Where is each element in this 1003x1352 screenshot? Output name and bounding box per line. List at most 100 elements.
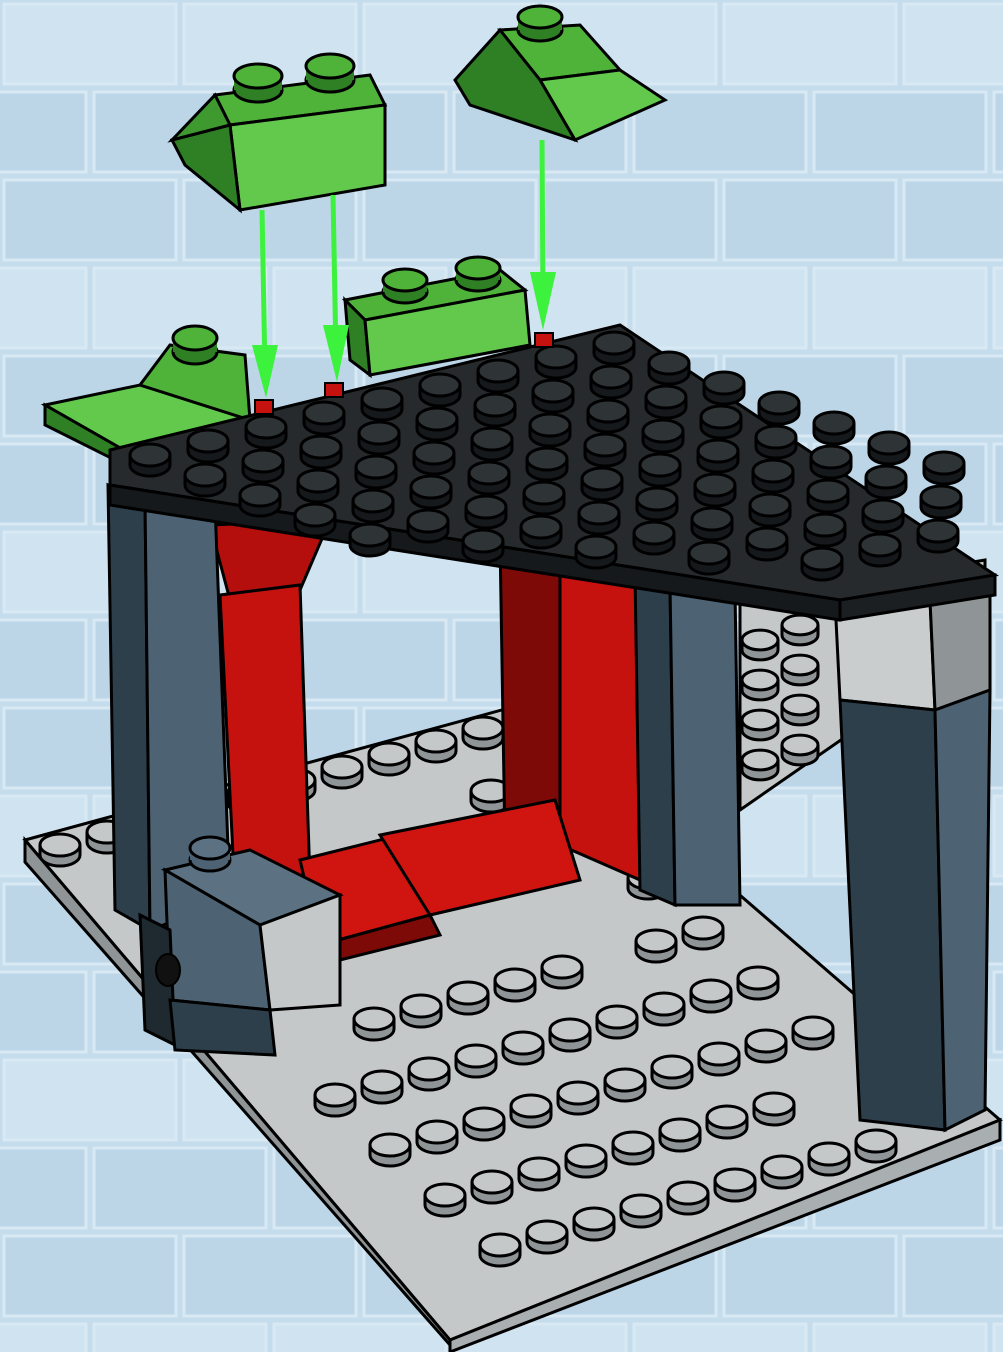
stud (869, 432, 909, 464)
stud (464, 1108, 504, 1140)
stud (463, 717, 503, 749)
stud (304, 402, 344, 434)
stud (188, 430, 228, 462)
wall-brick (724, 4, 896, 84)
stud (558, 1082, 598, 1114)
stud (692, 508, 732, 540)
stud (356, 456, 396, 488)
stud (660, 1119, 700, 1151)
wall-brick (0, 620, 86, 700)
wall-brick (94, 1324, 266, 1352)
stud (185, 464, 225, 496)
stud (469, 462, 509, 494)
wall-brick (994, 1148, 1003, 1228)
wall-brick (904, 4, 1003, 84)
stud (715, 1169, 755, 1201)
stud (805, 514, 845, 546)
stud (416, 730, 456, 762)
wall-brick (994, 444, 1003, 524)
stud (536, 346, 576, 378)
stud (414, 442, 454, 474)
stud (370, 1134, 410, 1166)
stud (691, 980, 731, 1012)
stud (742, 630, 778, 660)
wall-brick (904, 180, 1003, 260)
stud (409, 1058, 449, 1090)
stud (747, 528, 787, 560)
stud (811, 446, 851, 478)
stud (472, 1171, 512, 1203)
stud (742, 670, 778, 700)
stud (782, 735, 818, 765)
wall-brick (364, 180, 536, 260)
stud (621, 1195, 661, 1227)
wall-brick (0, 444, 86, 524)
stud (750, 494, 790, 526)
stud (550, 1019, 590, 1051)
wall-brick (0, 972, 86, 1052)
wall-brick (0, 92, 86, 172)
stud (643, 420, 683, 452)
stud (448, 982, 488, 1014)
wall-brick (994, 92, 1003, 172)
stud (742, 710, 778, 740)
stud (637, 488, 677, 520)
stud (315, 1084, 355, 1116)
wall-brick (814, 92, 986, 172)
wall-brick (814, 1324, 986, 1352)
stud (411, 476, 451, 508)
stud (503, 1032, 543, 1064)
stud (40, 834, 80, 866)
wall-brick (184, 1236, 356, 1316)
stud (738, 967, 778, 999)
stud (782, 615, 818, 645)
stud (456, 1045, 496, 1077)
stud (759, 392, 799, 424)
stud (594, 332, 634, 364)
stud (542, 956, 582, 988)
stud (401, 995, 441, 1027)
stud (478, 360, 518, 392)
stud (924, 452, 964, 484)
wall-brick (0, 1148, 86, 1228)
wall-brick (634, 1324, 806, 1352)
wall-brick (94, 1148, 266, 1228)
wall-brick (994, 620, 1003, 700)
stud (640, 454, 680, 486)
stud (644, 993, 684, 1025)
stud (301, 436, 341, 468)
stud (353, 490, 393, 522)
wall-brick (4, 180, 176, 260)
stud (463, 530, 503, 562)
stud (814, 412, 854, 444)
stud (511, 1095, 551, 1127)
stud (808, 480, 848, 512)
wall-brick (724, 180, 896, 260)
wall-brick (634, 268, 806, 348)
stud (417, 408, 457, 440)
stud (689, 542, 729, 574)
stud (701, 406, 741, 438)
stud (354, 1008, 394, 1040)
stud (754, 1093, 794, 1125)
stud (746, 1030, 786, 1062)
stud (585, 434, 625, 466)
stud (521, 516, 561, 548)
stud (636, 930, 676, 962)
stud (762, 1156, 802, 1188)
stud (613, 1132, 653, 1164)
stud (802, 548, 842, 580)
stud (668, 1182, 708, 1214)
wall-brick (904, 356, 1003, 436)
stud (243, 450, 283, 482)
stud (425, 1184, 465, 1216)
wall-brick (724, 1236, 896, 1316)
stud (809, 1143, 849, 1175)
stud (646, 386, 686, 418)
stud (707, 1106, 747, 1138)
stud (524, 482, 564, 514)
stud (921, 486, 961, 518)
stud (698, 440, 738, 472)
stud (533, 380, 573, 412)
stud (695, 474, 735, 506)
